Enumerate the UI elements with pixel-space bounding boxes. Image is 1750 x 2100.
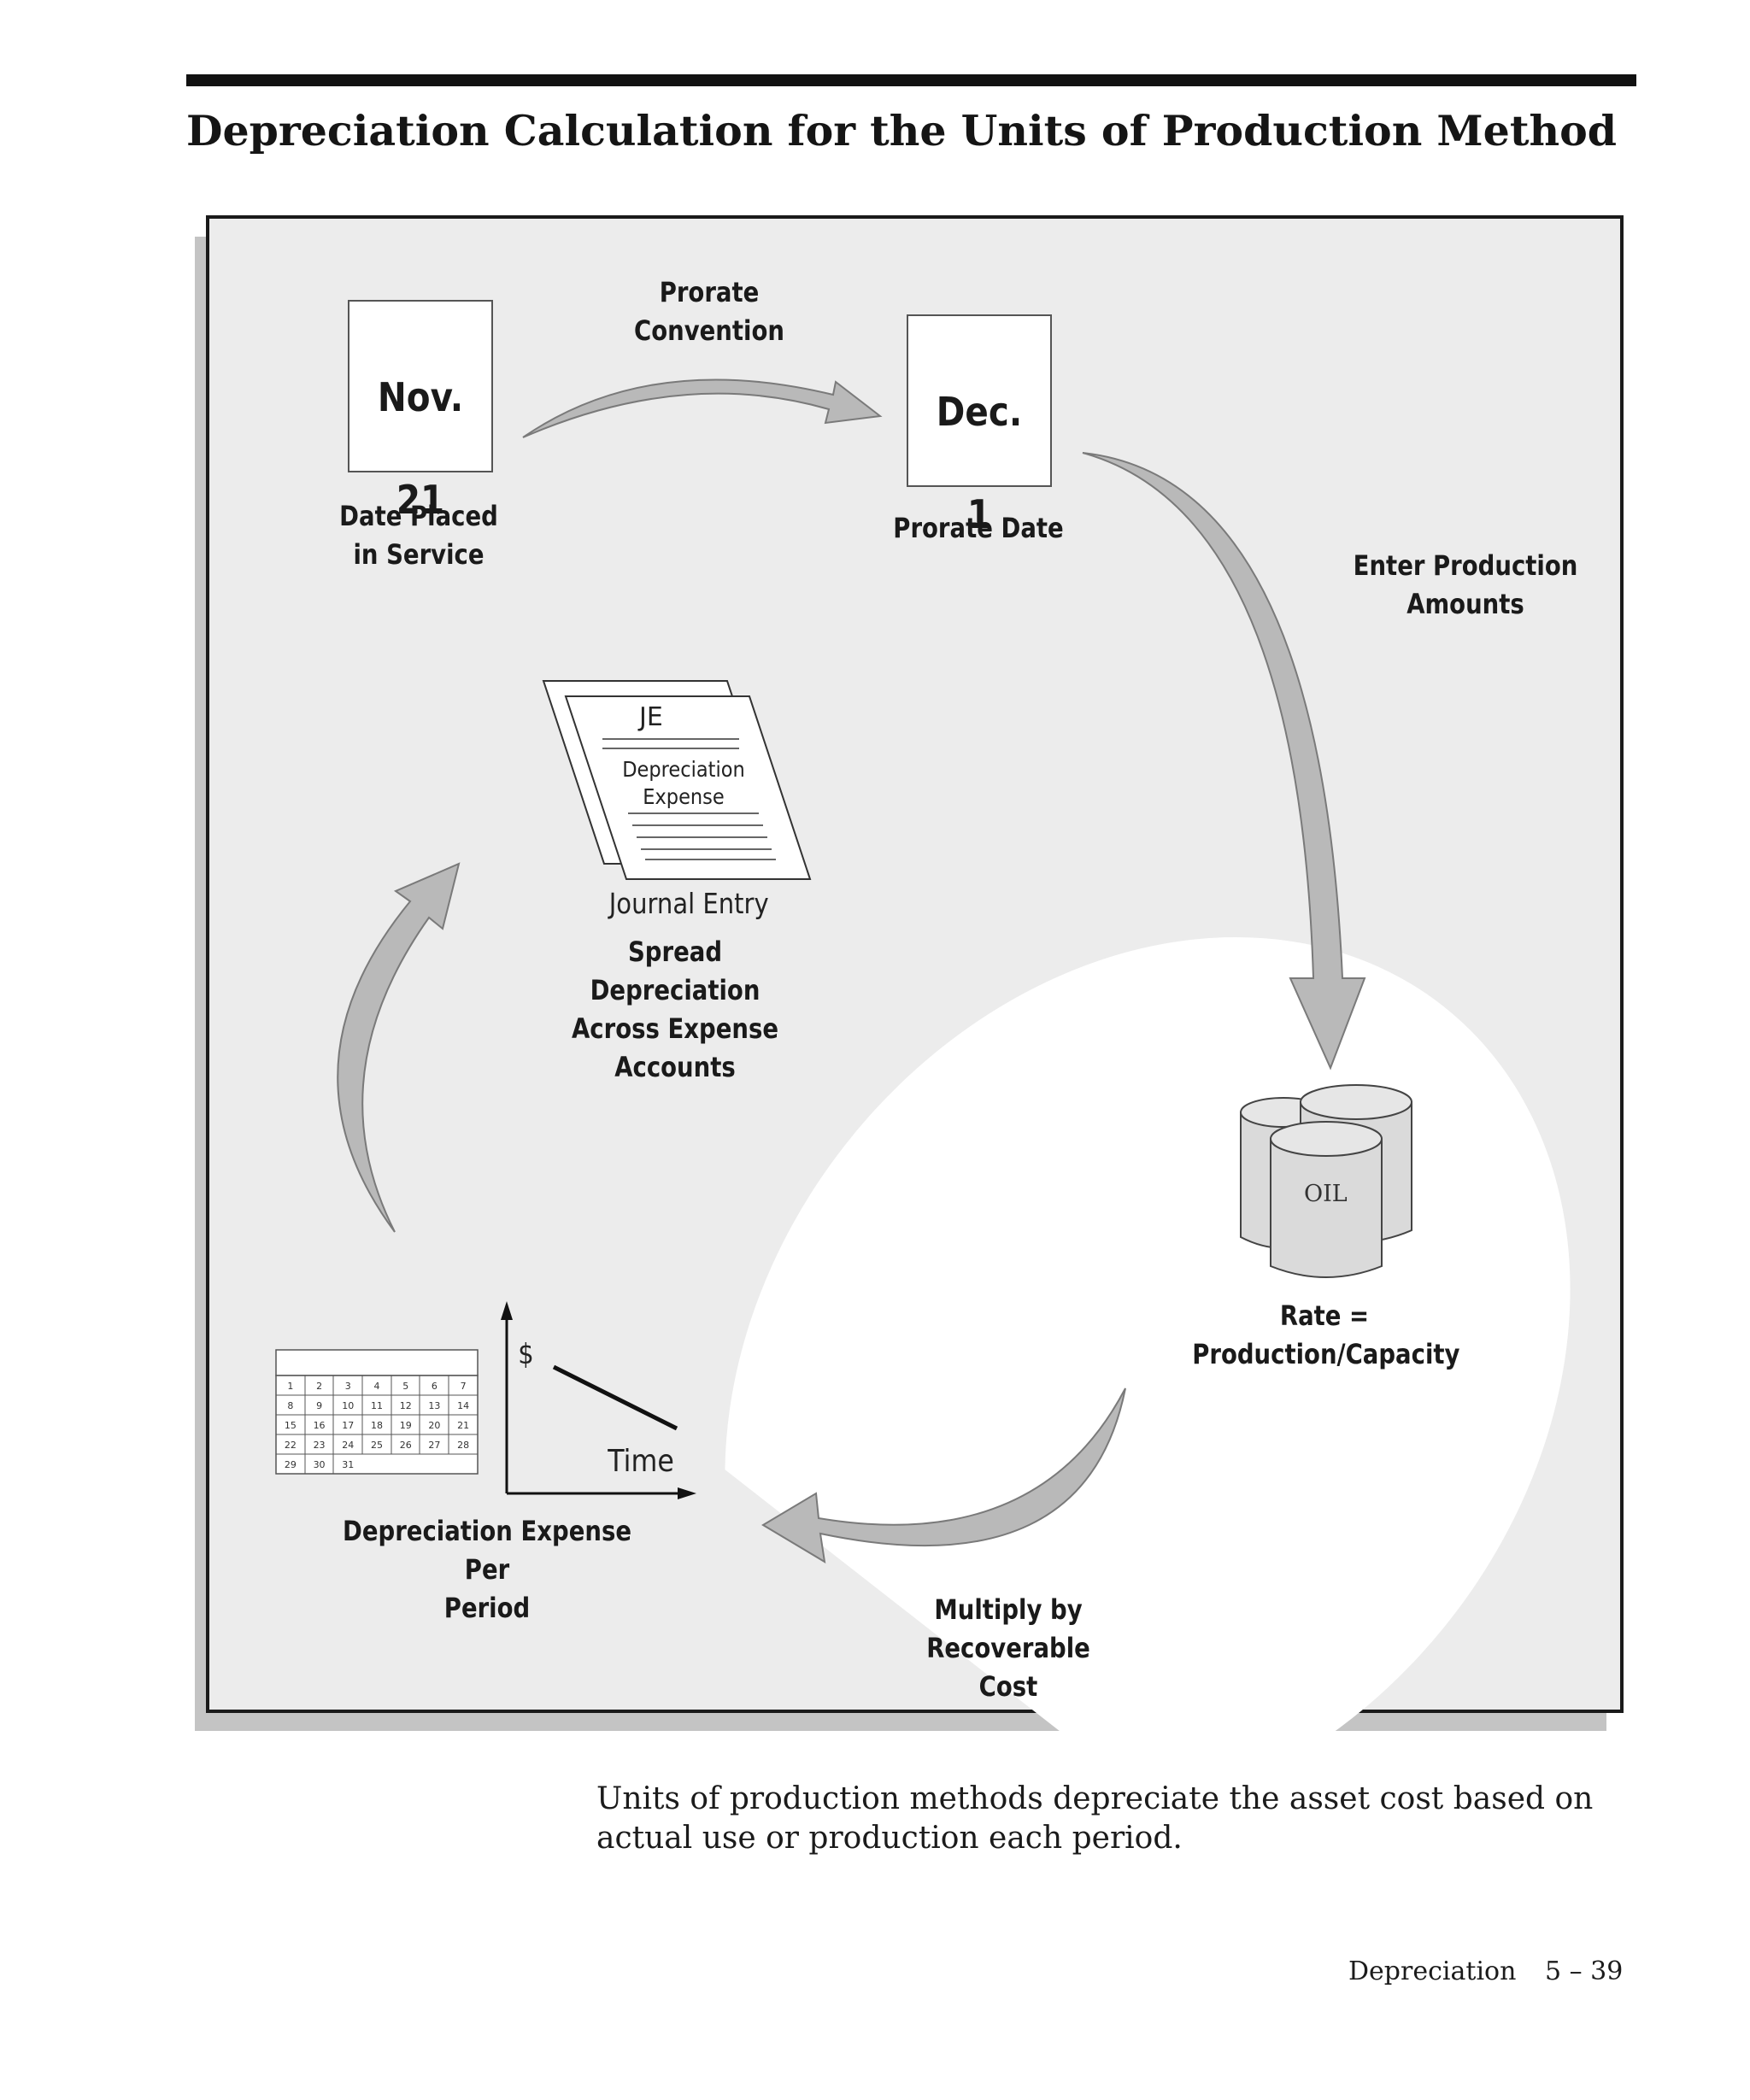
calendar-day: 9 bbox=[316, 1400, 322, 1411]
footer-page-number: 5 – 39 bbox=[1545, 1956, 1624, 1986]
calendar-day: 6 bbox=[432, 1381, 438, 1392]
spread-depreciation-label: Spread Depreciation Across Expense Accou… bbox=[572, 936, 778, 1083]
calendar-day: 17 bbox=[342, 1420, 354, 1431]
expense-graph bbox=[501, 1301, 696, 1499]
calendar-day: 30 bbox=[314, 1459, 326, 1470]
calendar-day: 24 bbox=[342, 1440, 354, 1451]
calendar-day: 16 bbox=[314, 1420, 326, 1431]
journal-doc-front bbox=[564, 695, 812, 880]
placed-in-service-label: Date Placed in Service bbox=[339, 500, 498, 571]
calendar-day: 8 bbox=[287, 1400, 293, 1411]
enter-production-label: Enter Production Amounts bbox=[1353, 549, 1578, 620]
rate-label: Rate = Production/Capacity bbox=[1192, 1299, 1460, 1370]
calendar-day: 31 bbox=[342, 1459, 354, 1470]
barrel-front bbox=[1270, 1138, 1383, 1278]
card-day: 1 bbox=[966, 491, 992, 537]
calendar-day: 15 bbox=[285, 1420, 297, 1431]
calendar-grid-lines bbox=[276, 1376, 478, 1474]
calendar-day: 3 bbox=[345, 1381, 351, 1392]
calendar-day: 27 bbox=[428, 1440, 440, 1451]
calendar-day: 23 bbox=[314, 1440, 326, 1451]
placed-in-service-date: Nov. 21 bbox=[357, 320, 484, 525]
calendar-day: 20 bbox=[428, 1420, 440, 1431]
multiply-label: Multiply by Recoverable Cost bbox=[926, 1593, 1090, 1703]
calendar-day: 28 bbox=[457, 1440, 469, 1451]
page-title: Depreciation Calculation for the Units o… bbox=[186, 106, 1618, 155]
journal-doc-lines bbox=[602, 738, 776, 860]
calendar-day: 7 bbox=[461, 1381, 467, 1392]
prorate-date-card-text: Dec. 1 bbox=[916, 335, 1042, 540]
oil-barrel-label: OIL bbox=[1304, 1181, 1348, 1207]
calendar-day: 21 bbox=[457, 1420, 469, 1431]
calendar-day: 29 bbox=[285, 1459, 297, 1470]
footer-section: Depreciation bbox=[1348, 1956, 1517, 1986]
calendar-day: 25 bbox=[371, 1440, 383, 1451]
calendar-day: 11 bbox=[371, 1400, 383, 1411]
prorate-convention-label: Prorate Convention bbox=[634, 276, 784, 347]
enter-production-arrow bbox=[1082, 452, 1366, 1071]
calendar-day: 2 bbox=[316, 1381, 322, 1392]
card-day: 21 bbox=[396, 477, 445, 523]
journal-entry-name: Journal Entry bbox=[608, 887, 769, 920]
depreciation-decline-line bbox=[552, 1364, 678, 1431]
calendar-day: 22 bbox=[285, 1440, 297, 1451]
card-month: Dec. bbox=[936, 389, 1023, 435]
oil-barrels bbox=[1240, 1084, 1412, 1278]
prorate-date-label: Prorate Date bbox=[893, 512, 1064, 544]
calendar-day: 1 bbox=[287, 1381, 293, 1392]
calendar-day: 13 bbox=[428, 1400, 440, 1411]
date-card-dec-1 bbox=[907, 314, 1052, 487]
calendar-day: 19 bbox=[400, 1420, 412, 1431]
je-subheading: Depreciation Expense bbox=[622, 757, 745, 809]
spread-depreciation-arrow bbox=[337, 862, 461, 1233]
card-month: Nov. bbox=[377, 374, 464, 420]
prorate-convention-arrow bbox=[522, 378, 883, 438]
calendar-day: 4 bbox=[374, 1381, 380, 1392]
multiply-arrow bbox=[761, 1387, 1126, 1563]
graph-x-label: Time bbox=[608, 1444, 674, 1479]
calendar-day: 12 bbox=[400, 1400, 412, 1411]
calendar-day: 5 bbox=[402, 1381, 408, 1392]
expense-per-period-label: Depreciation Expense Per Period bbox=[343, 1515, 631, 1624]
calendar-icon bbox=[275, 1349, 479, 1475]
top-rule bbox=[186, 74, 1636, 86]
calendar-day: 14 bbox=[457, 1400, 469, 1411]
calendar-day: 26 bbox=[400, 1440, 412, 1451]
je-heading: JE bbox=[639, 702, 663, 732]
calendar-day: 18 bbox=[371, 1420, 383, 1431]
figure-caption: Units of production methods depreciate t… bbox=[596, 1781, 1594, 1856]
graph-y-label: $ bbox=[518, 1337, 534, 1370]
date-card-nov-21 bbox=[348, 300, 493, 472]
calendar-day: 10 bbox=[342, 1400, 354, 1411]
